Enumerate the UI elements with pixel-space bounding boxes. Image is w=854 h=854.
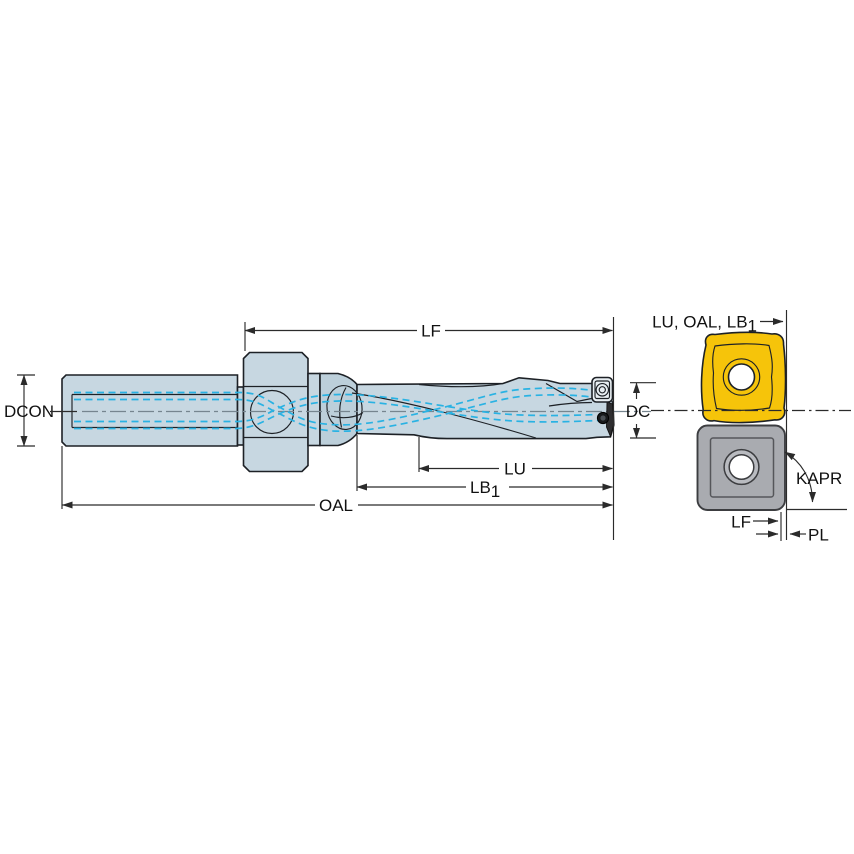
lf-label: LF [421, 322, 441, 341]
drill-neck [307, 372, 321, 447]
insert-detail-panel: LU, OAL, LB1 KAPR LF [651, 310, 851, 545]
kapr-label: KAPR [796, 469, 842, 488]
dimension-lb1: LB1 [356, 435, 613, 501]
insert-pocket-edge [545, 383, 592, 403]
drill-step-ring [236, 386, 245, 446]
clamp-screw-outer [595, 383, 610, 397]
coolant-channel-b-wall2 [74, 400, 599, 430]
flute-opening-edge [339, 387, 347, 428]
pl-label: PL [808, 526, 829, 545]
insert-yellow-hole-ring [722, 358, 761, 396]
dimension-lf-insert: LF [731, 512, 782, 541]
dimension-dcon: DCON [4, 374, 77, 447]
drill-taper [319, 372, 358, 447]
central-insert-with-screw [591, 376, 614, 403]
dimension-kapr: KAPR [784, 451, 847, 511]
flute-opening [326, 384, 363, 431]
oal-label: OAL [319, 496, 353, 515]
coolant-outlet-hole [596, 411, 610, 425]
coolant-channel-a-wall1 [74, 387, 595, 426]
insert-panel-title: LU, OAL, LB1 [652, 313, 757, 336]
insert-yellow-face-edge [712, 343, 773, 411]
dimension-pl: PL [756, 526, 829, 545]
insert-yellow [700, 331, 787, 424]
lb1-label: LB1 [470, 478, 500, 501]
dimension-lf-top: LF [244, 317, 615, 540]
drill-collar [242, 351, 309, 473]
flute-opening-edge2 [330, 412, 364, 419]
flute-margin-arc [418, 382, 504, 388]
dcon-label: DCON [4, 402, 54, 421]
drill-side-view [61, 351, 651, 473]
coolant-channel-a-wall2 [74, 394, 597, 433]
lu-label: LU [504, 460, 526, 479]
central-insert-outer [591, 376, 614, 403]
insert-yellow-hole [727, 363, 756, 391]
coolant-channel-b-wall1 [74, 393, 598, 423]
clamp-screw-inner [598, 386, 606, 394]
drill-flute-body [356, 376, 615, 440]
central-insert-inner [594, 380, 611, 400]
dc-label: DC [626, 402, 651, 421]
drill-shank [61, 374, 239, 447]
dimension-dc: DC [626, 382, 656, 439]
insert-gray [696, 424, 786, 511]
insert-gray-face-edge [709, 437, 775, 498]
lf-insert-label: LF [731, 513, 751, 532]
coolant-channels [74, 387, 599, 433]
insert-gray-hole [728, 453, 755, 481]
dimension-lu: LU [418, 437, 613, 479]
insert-pocket-floor [548, 401, 593, 407]
dimension-oal: OAL [61, 446, 613, 515]
